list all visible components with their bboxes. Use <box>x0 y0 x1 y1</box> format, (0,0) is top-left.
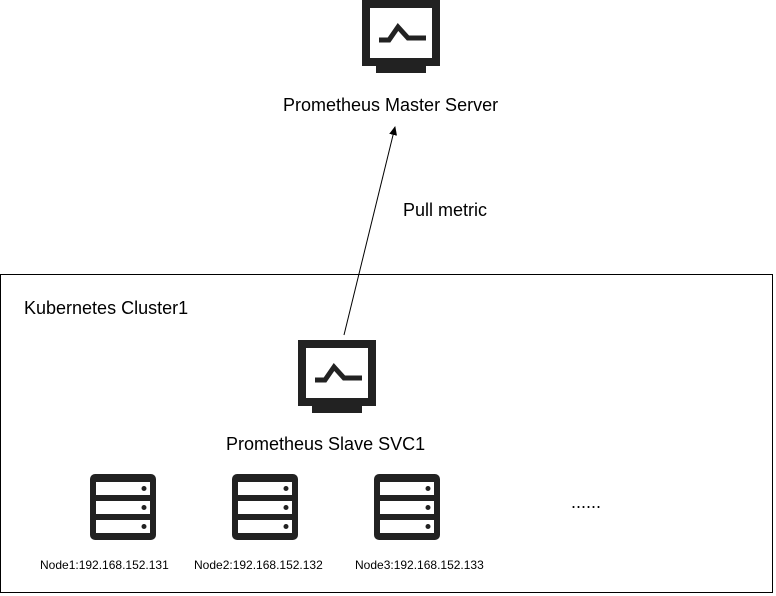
pull-metric-label: Pull metric <box>403 200 488 220</box>
master-server-label: Prometheus Master Server <box>283 95 499 115</box>
more-nodes-ellipsis: ...... <box>571 492 602 512</box>
node3-label: Node3:192.168.152.133 <box>355 558 484 572</box>
node2-label: Node2:192.168.152.132 <box>194 558 323 572</box>
slave-svc-label: Prometheus Slave SVC1 <box>226 434 426 454</box>
node1-label: Node1:192.168.152.131 <box>40 558 169 572</box>
kubernetes-cluster-box <box>0 274 773 593</box>
cluster-label: Kubernetes Cluster1 <box>24 298 189 318</box>
